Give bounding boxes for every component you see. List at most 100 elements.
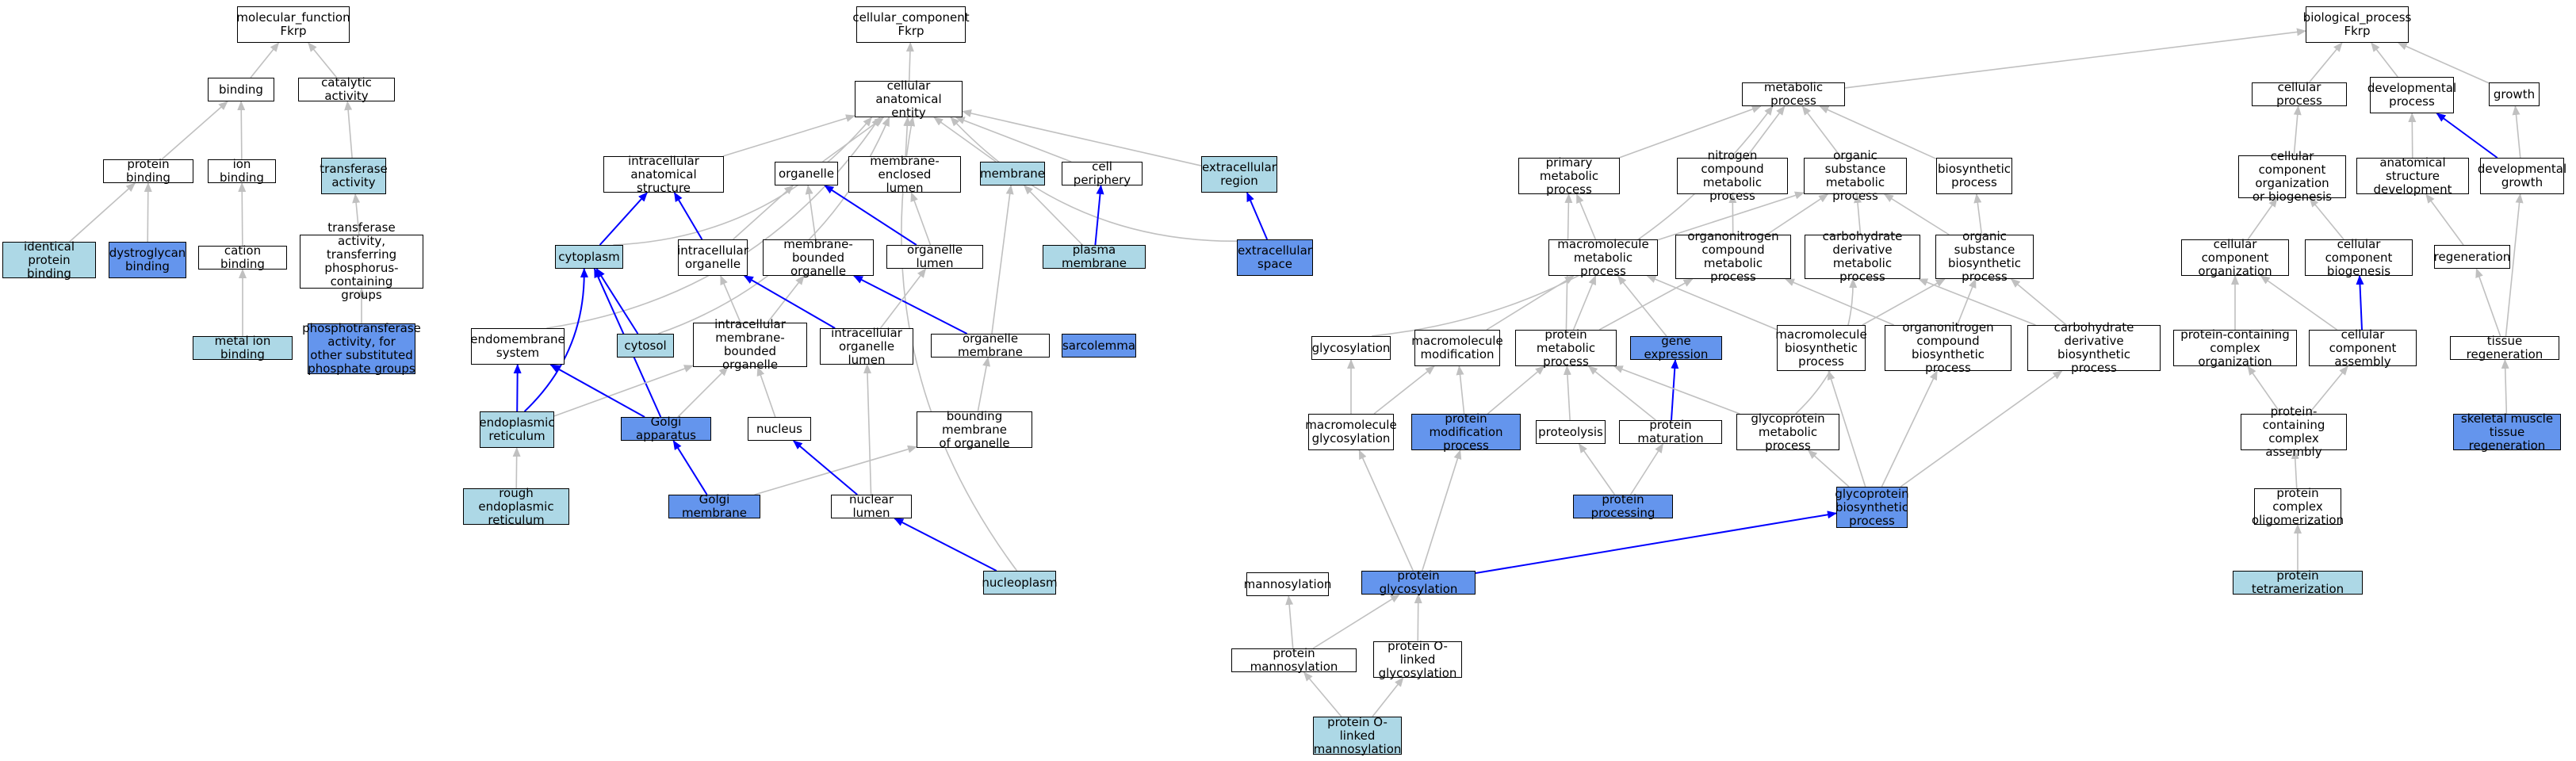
- node-cellular-anatomical-entity[interactable]: cellular anatomical entity: [855, 78, 963, 119]
- edge-cytosol-to-cellular_anatomical_entity: [657, 117, 890, 335]
- node-catalytic-activity[interactable]: catalytic activity: [298, 76, 395, 103]
- node-protein-glycosylation[interactable]: protein glycosylation: [1361, 569, 1476, 596]
- node-extracellular-region[interactable]: extracellular region: [1201, 156, 1277, 193]
- edge-organelle_membrane-to-membrane_bounded_organelle: [853, 275, 968, 335]
- edge-endoplasmic_reticulum-to-cytoplasm: [523, 268, 588, 412]
- node-protein-binding[interactable]: protein binding: [103, 158, 193, 185]
- node-bounding-membrane[interactable]: bounding membrane of organelle: [917, 409, 1032, 449]
- node-binding[interactable]: binding: [208, 78, 274, 101]
- node-rough-endoplasmic-reticulum[interactable]: rough endoplasmic reticulum: [463, 486, 569, 526]
- node-nuclear-lumen[interactable]: nuclear lumen: [831, 493, 912, 520]
- node-carbohydrate-derivative-biosynthetic-process[interactable]: carbohydrate derivative biosynthetic pro…: [2027, 321, 2161, 375]
- node-cell-periphery[interactable]: cell periphery: [1062, 159, 1143, 187]
- node-biological-process-root[interactable]: biological_process Fkrp: [2303, 6, 2411, 43]
- node-organonitrogen-compound-metabolic-process[interactable]: organonitrogen compound metabolic proces…: [1675, 230, 1791, 284]
- node-proteolysis[interactable]: proteolysis: [1536, 420, 1606, 444]
- node-regeneration[interactable]: regeneration: [2434, 245, 2510, 269]
- node-protein-complex-oligomerization[interactable]: protein complex oligomerization: [2251, 485, 2344, 527]
- node-protein-o-linked-mannosylation[interactable]: protein O-linked mannosylation: [1313, 715, 1402, 755]
- node-nitrogen-compound-metabolic-process[interactable]: nitrogen compound metabolic process: [1677, 149, 1788, 203]
- node-phosphotransferase[interactable]: phosphotransferase activity, for other s…: [302, 322, 421, 376]
- node-golgi-membrane[interactable]: Golgi membrane: [668, 492, 760, 520]
- node-cellular-component-biogenesis[interactable]: cellular component biogenesis: [2305, 237, 2413, 277]
- node-sarcolemma[interactable]: sarcolemma: [1062, 334, 1136, 358]
- node-organonitrogen-compound-biosynthetic-process[interactable]: organonitrogen compound biosynthetic pro…: [1885, 321, 2011, 375]
- node-label: Golgi membrane: [681, 492, 748, 520]
- node-organic-substance-metabolic-process[interactable]: organic substance metabolic process: [1804, 149, 1907, 203]
- node-plasma-membrane[interactable]: plasma membrane: [1043, 243, 1146, 270]
- node-protein-tetramerization[interactable]: protein tetramerization: [2233, 569, 2363, 596]
- node-organelle[interactable]: organelle: [775, 162, 838, 185]
- node-glycoprotein-biosynthetic-process[interactable]: glycoprotein biosynthetic process: [1835, 487, 1909, 528]
- node-intracellular-anatomical-structure[interactable]: intracellular anatomical structure: [603, 154, 724, 194]
- node-transferase-phosphorus[interactable]: transferase activity, transferring phosp…: [300, 221, 423, 302]
- node-macromolecule-modification[interactable]: macromolecule modification: [1411, 330, 1503, 366]
- node-intracellular-membrane-bounded-organelle[interactable]: intracellular membrane-bounded organelle: [693, 318, 807, 372]
- node-dystroglycan-binding[interactable]: dystroglycan binding: [109, 242, 186, 278]
- edge-tissue_regeneration-to-regeneration: [2475, 268, 2501, 337]
- node-membrane[interactable]: membrane: [980, 162, 1045, 185]
- node-cytosol[interactable]: cytosol: [617, 334, 674, 358]
- node-developmental-process[interactable]: developmental process: [2367, 77, 2456, 113]
- node-primary-metabolic-process[interactable]: primary metabolic process: [1518, 155, 1620, 196]
- node-protein-metabolic-process[interactable]: protein metabolic process: [1515, 327, 1617, 368]
- node-extracellular-space[interactable]: extracellular space: [1237, 239, 1313, 276]
- node-gene-expression[interactable]: gene expression: [1630, 335, 1722, 361]
- edge-protein_o_linked_mannosylation-to-protein_mannosylation: [1303, 671, 1342, 717]
- node-label: protein mannosylation: [1250, 646, 1338, 674]
- node-organic-substance-biosynthetic-process[interactable]: organic substance biosynthetic process: [1935, 230, 2034, 284]
- node-endoplasmic-reticulum[interactable]: endoplasmic reticulum: [479, 411, 555, 448]
- node-label: protein processing: [1590, 492, 1655, 520]
- node-label: cellular component organization or bioge…: [2252, 149, 2333, 204]
- node-nucleus[interactable]: nucleus: [748, 417, 811, 441]
- node-protein-maturation[interactable]: protein maturation: [1619, 419, 1722, 446]
- node-golgi-apparatus[interactable]: Golgi apparatus: [621, 415, 711, 442]
- node-macromolecule-metabolic-process[interactable]: macromolecule metabolic process: [1548, 237, 1658, 277]
- node-macromolecule-biosynthetic-process[interactable]: macromolecule biosynthetic process: [1775, 325, 1867, 371]
- node-anatomical-structure-development[interactable]: anatomical structure development: [2356, 155, 2469, 196]
- node-nucleoplasm[interactable]: nucleoplasm: [982, 571, 1058, 595]
- node-protein-processing[interactable]: protein processing: [1573, 492, 1673, 520]
- node-cation-binding[interactable]: cation binding: [198, 244, 287, 271]
- node-biosynthetic-process[interactable]: biosynthetic process: [1936, 158, 2012, 194]
- node-label: cell periphery: [1073, 159, 1131, 187]
- node-cellular-component-assembly[interactable]: cellular component assembly: [2309, 327, 2417, 368]
- node-cellular-component-organization-or-biogenesis[interactable]: cellular component organization or bioge…: [2238, 150, 2346, 204]
- node-organelle-membrane[interactable]: organelle membrane: [931, 332, 1050, 359]
- node-protein-o-linked-glycosylation[interactable]: protein O-linked glycosylation: [1373, 639, 1462, 679]
- node-protein-containing-complex-assembly[interactable]: protein-containing complex assembly: [2241, 405, 2347, 459]
- node-protein-mannosylation[interactable]: protein mannosylation: [1231, 646, 1357, 674]
- node-mannosylation[interactable]: mannosylation: [1244, 572, 1331, 596]
- node-cellular-process[interactable]: cellular process: [2252, 81, 2347, 108]
- edge-golgi_apparatus-to-endomembrane_system: [549, 364, 645, 418]
- node-cytoplasm[interactable]: cytoplasm: [555, 245, 623, 269]
- node-molecular-function-root[interactable]: molecular_function Fkrp: [236, 6, 350, 43]
- node-cellular-component-organization[interactable]: cellular component organization: [2181, 237, 2289, 277]
- node-protein-containing-complex-organization[interactable]: protein-containing complex organization: [2173, 327, 2297, 368]
- node-label: protein complex oligomerization: [2251, 485, 2344, 527]
- node-metabolic-process[interactable]: metabolic process: [1742, 81, 1845, 108]
- node-intracellular-organelle[interactable]: intracellular organelle: [677, 239, 748, 276]
- node-metal-ion-binding[interactable]: metal ion binding: [193, 335, 293, 361]
- node-membrane-enclosed-lumen[interactable]: membrane-enclosed lumen: [848, 154, 961, 194]
- node-protein-modification-process[interactable]: protein modification process: [1411, 411, 1521, 452]
- node-glycosylation[interactable]: glycosylation: [1311, 336, 1391, 360]
- node-transferase-activity[interactable]: transferase activity: [320, 158, 388, 194]
- node-intracellular-organelle-lumen[interactable]: intracellular organelle lumen: [820, 326, 913, 366]
- node-endomembrane-system[interactable]: endomembrane system: [470, 328, 565, 365]
- node-macromolecule-glycosylation[interactable]: macromolecule glycosylation: [1305, 414, 1397, 450]
- node-tissue-regeneration[interactable]: tissue regeneration: [2450, 335, 2559, 361]
- node-developmental-growth[interactable]: developmental growth: [2478, 158, 2566, 194]
- node-cellular-component-root[interactable]: cellular_component Fkrp: [852, 6, 970, 43]
- edge-endoplasmic_reticulum-to-endomembrane_system: [513, 364, 522, 412]
- edge-intracellular_organelle_lumen-to-organelle_lumen: [879, 268, 927, 329]
- node-identical-protein-binding[interactable]: identical protein binding: [2, 239, 96, 280]
- node-skeletal-muscle-tissue-regeneration[interactable]: skeletal muscle tissue regeneration: [2453, 411, 2561, 452]
- node-glycoprotein-metabolic-process[interactable]: glycoprotein metabolic process: [1736, 411, 1839, 452]
- node-ion-binding[interactable]: ion binding: [208, 158, 276, 185]
- edge-extracellular_region-to-cellular_anatomical_entity: [962, 109, 1202, 166]
- node-membrane-bounded-organelle[interactable]: membrane-bounded organelle: [763, 237, 874, 277]
- node-organelle-lumen[interactable]: organelle lumen: [886, 243, 983, 270]
- node-carbohydrate-derivative-metabolic-process[interactable]: carbohydrate derivative metabolic proces…: [1805, 230, 1920, 284]
- node-growth[interactable]: growth: [2489, 82, 2540, 106]
